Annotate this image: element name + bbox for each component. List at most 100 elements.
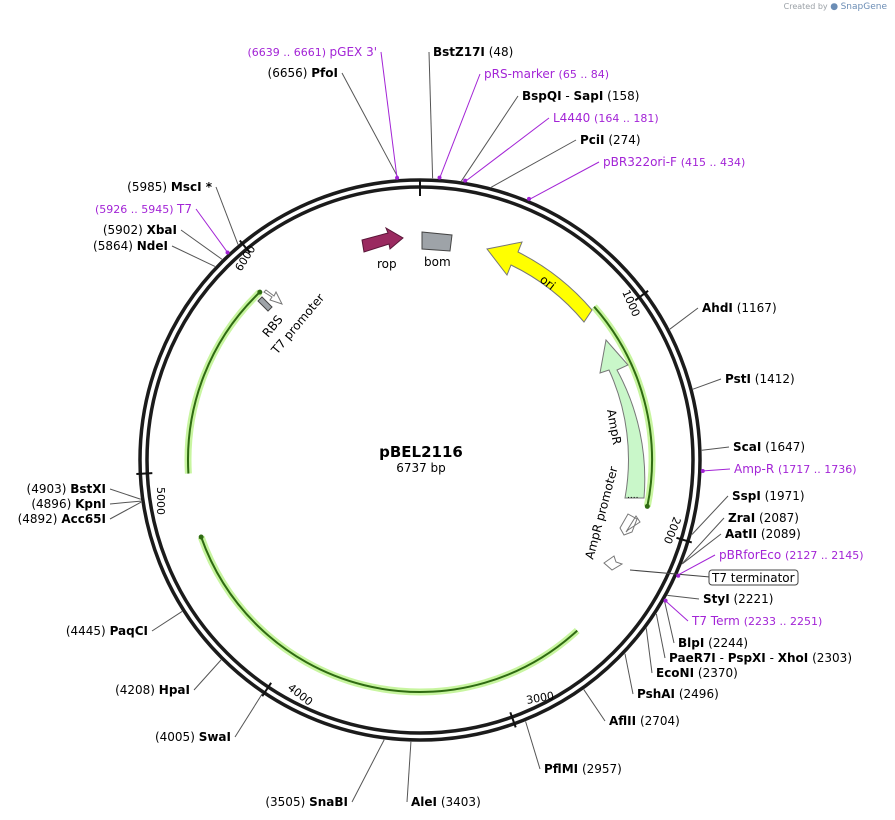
primer-label[interactable]: L4440 (164 .. 181) [553, 111, 659, 125]
leader-line [681, 533, 722, 565]
leader-line [109, 500, 142, 505]
leader-line [234, 693, 263, 738]
leader-line [406, 741, 412, 803]
primer-mark [463, 178, 468, 183]
primer-mark [437, 175, 442, 180]
site-label[interactable]: AleI (3403) [411, 795, 481, 809]
site-label[interactable]: SspI (1971) [732, 489, 805, 503]
plasmid-length: 6737 bp [396, 461, 446, 475]
site-label[interactable]: (5985) MscI * [127, 180, 213, 194]
primer-label[interactable]: pBR322ori-F (415 .. 434) [603, 155, 745, 169]
tick-mark [634, 290, 649, 302]
site-label[interactable]: (5864) NdeI [93, 239, 168, 253]
site-label[interactable]: EcoNI (2370) [656, 666, 738, 680]
leader-line [151, 610, 183, 632]
t7-promoter-arrow [263, 289, 283, 305]
orf-arcs [184, 289, 656, 696]
site-label[interactable]: ScaI (1647) [733, 440, 805, 454]
leader-line [667, 594, 700, 600]
rop-feature[interactable]: rop [361, 226, 404, 271]
orf-arc [187, 291, 261, 474]
leader-line [655, 613, 666, 659]
rop-label: rop [377, 257, 397, 271]
primer-label[interactable]: Amp-R (1717 .. 1736) [734, 462, 857, 476]
leader-line [215, 186, 239, 245]
site-label[interactable]: (3505) SnaBI [265, 795, 348, 809]
leader-line [701, 446, 730, 451]
leader-line [109, 488, 141, 500]
t7-terminator-label: T7 terminator [711, 571, 795, 585]
ori-arc [486, 241, 593, 323]
ampr-label: AmpR [604, 408, 624, 446]
site-label[interactable]: (4208) HpaI [115, 683, 190, 697]
orf-arc [200, 536, 578, 693]
orf-arrowhead [257, 289, 263, 295]
ampr-feature[interactable]: AmpR .... [599, 338, 646, 501]
leader-line [583, 689, 606, 722]
ampr-dots: .... [627, 491, 638, 501]
leader-line [438, 73, 481, 179]
site-label[interactable]: PaeR7I - PspXI - XhoI (2303) [669, 651, 852, 665]
primer-label[interactable]: (5926 .. 5945) T7 [95, 202, 192, 216]
ampr-promoter-arrow [619, 513, 641, 536]
site-label[interactable]: AhdI (1167) [702, 301, 777, 315]
site-label[interactable]: PstI (1412) [725, 372, 795, 386]
site-label[interactable]: PciI (274) [580, 133, 641, 147]
leader-line [692, 378, 722, 390]
leader-line [525, 721, 541, 770]
t7-terminator-feature[interactable]: T7 terminator [629, 569, 799, 586]
ampr-promoter-label: AmpR promoter [582, 465, 620, 561]
orf-arrowhead [198, 534, 204, 540]
product-name: SnapGene [840, 2, 887, 12]
primer-label[interactable]: T7 Term (2233 .. 2251) [691, 614, 822, 628]
tick-mark [509, 711, 517, 728]
tick-mark [261, 682, 272, 697]
leader-line [528, 161, 600, 201]
tick-label: 1000 [619, 288, 642, 319]
site-label[interactable]: ZraI (2087) [728, 511, 799, 525]
site-label[interactable]: BspQI - SapI (158) [522, 89, 639, 103]
site-label[interactable]: AatII (2089) [725, 527, 801, 541]
tick-mark [136, 472, 153, 475]
site-label[interactable]: (6656) PfoI [268, 66, 338, 80]
leader-line [691, 495, 729, 535]
site-label[interactable]: BlpI (2244) [678, 636, 748, 650]
primer-label[interactable]: (6639 .. 6661) pGEX 3' [247, 45, 377, 59]
leader-line [380, 51, 398, 179]
t7-terminator-box [708, 569, 799, 586]
leader-line [109, 501, 142, 520]
plasmid-name: pBEL2116 [379, 443, 463, 461]
ori-feature[interactable]: ori [486, 241, 593, 323]
primer-mark [700, 469, 705, 474]
rop-arrow [361, 226, 404, 253]
site-label[interactable]: AflII (2704) [609, 714, 680, 728]
site-labels: BstZ17I (48) BspQI - SapI (158) PciI (274)… [18, 45, 864, 809]
leader-line [428, 51, 434, 179]
leader-line [464, 117, 550, 183]
primer-mark [676, 573, 681, 578]
primer-mark [527, 196, 532, 201]
leader-line [664, 599, 689, 622]
bom-box [421, 231, 453, 252]
leader-line [677, 554, 716, 576]
site-label[interactable]: (4005) SwaI [155, 730, 231, 744]
site-label[interactable]: StyI (2221) [703, 592, 773, 606]
orf-arc [593, 305, 653, 507]
site-label[interactable]: (4445) PaqCI [66, 624, 148, 638]
site-label[interactable]: BstZ17I (48) [433, 45, 513, 59]
site-label[interactable]: PshAI (2496) [637, 687, 719, 701]
ampr-arrow [599, 338, 646, 499]
primer-label[interactable]: pRS-marker (65 .. 84) [484, 67, 609, 81]
site-label[interactable]: (4903) BstXI [27, 482, 106, 496]
site-label[interactable]: PflMI (2957) [544, 762, 622, 776]
site-label[interactable]: (5902) XbaI [103, 223, 177, 237]
site-label[interactable]: (4896) KpnI [31, 497, 106, 511]
leader-line [341, 72, 400, 180]
bom-feature[interactable]: bom [421, 231, 453, 269]
tick-mark [676, 536, 693, 544]
credit-text: Created by [783, 2, 828, 11]
leader-line [491, 139, 577, 188]
site-label[interactable]: (4892) Acc65I [18, 512, 106, 526]
leader-line [645, 628, 653, 674]
primer-label[interactable]: pBRforEco (2127 .. 2145) [719, 548, 864, 562]
